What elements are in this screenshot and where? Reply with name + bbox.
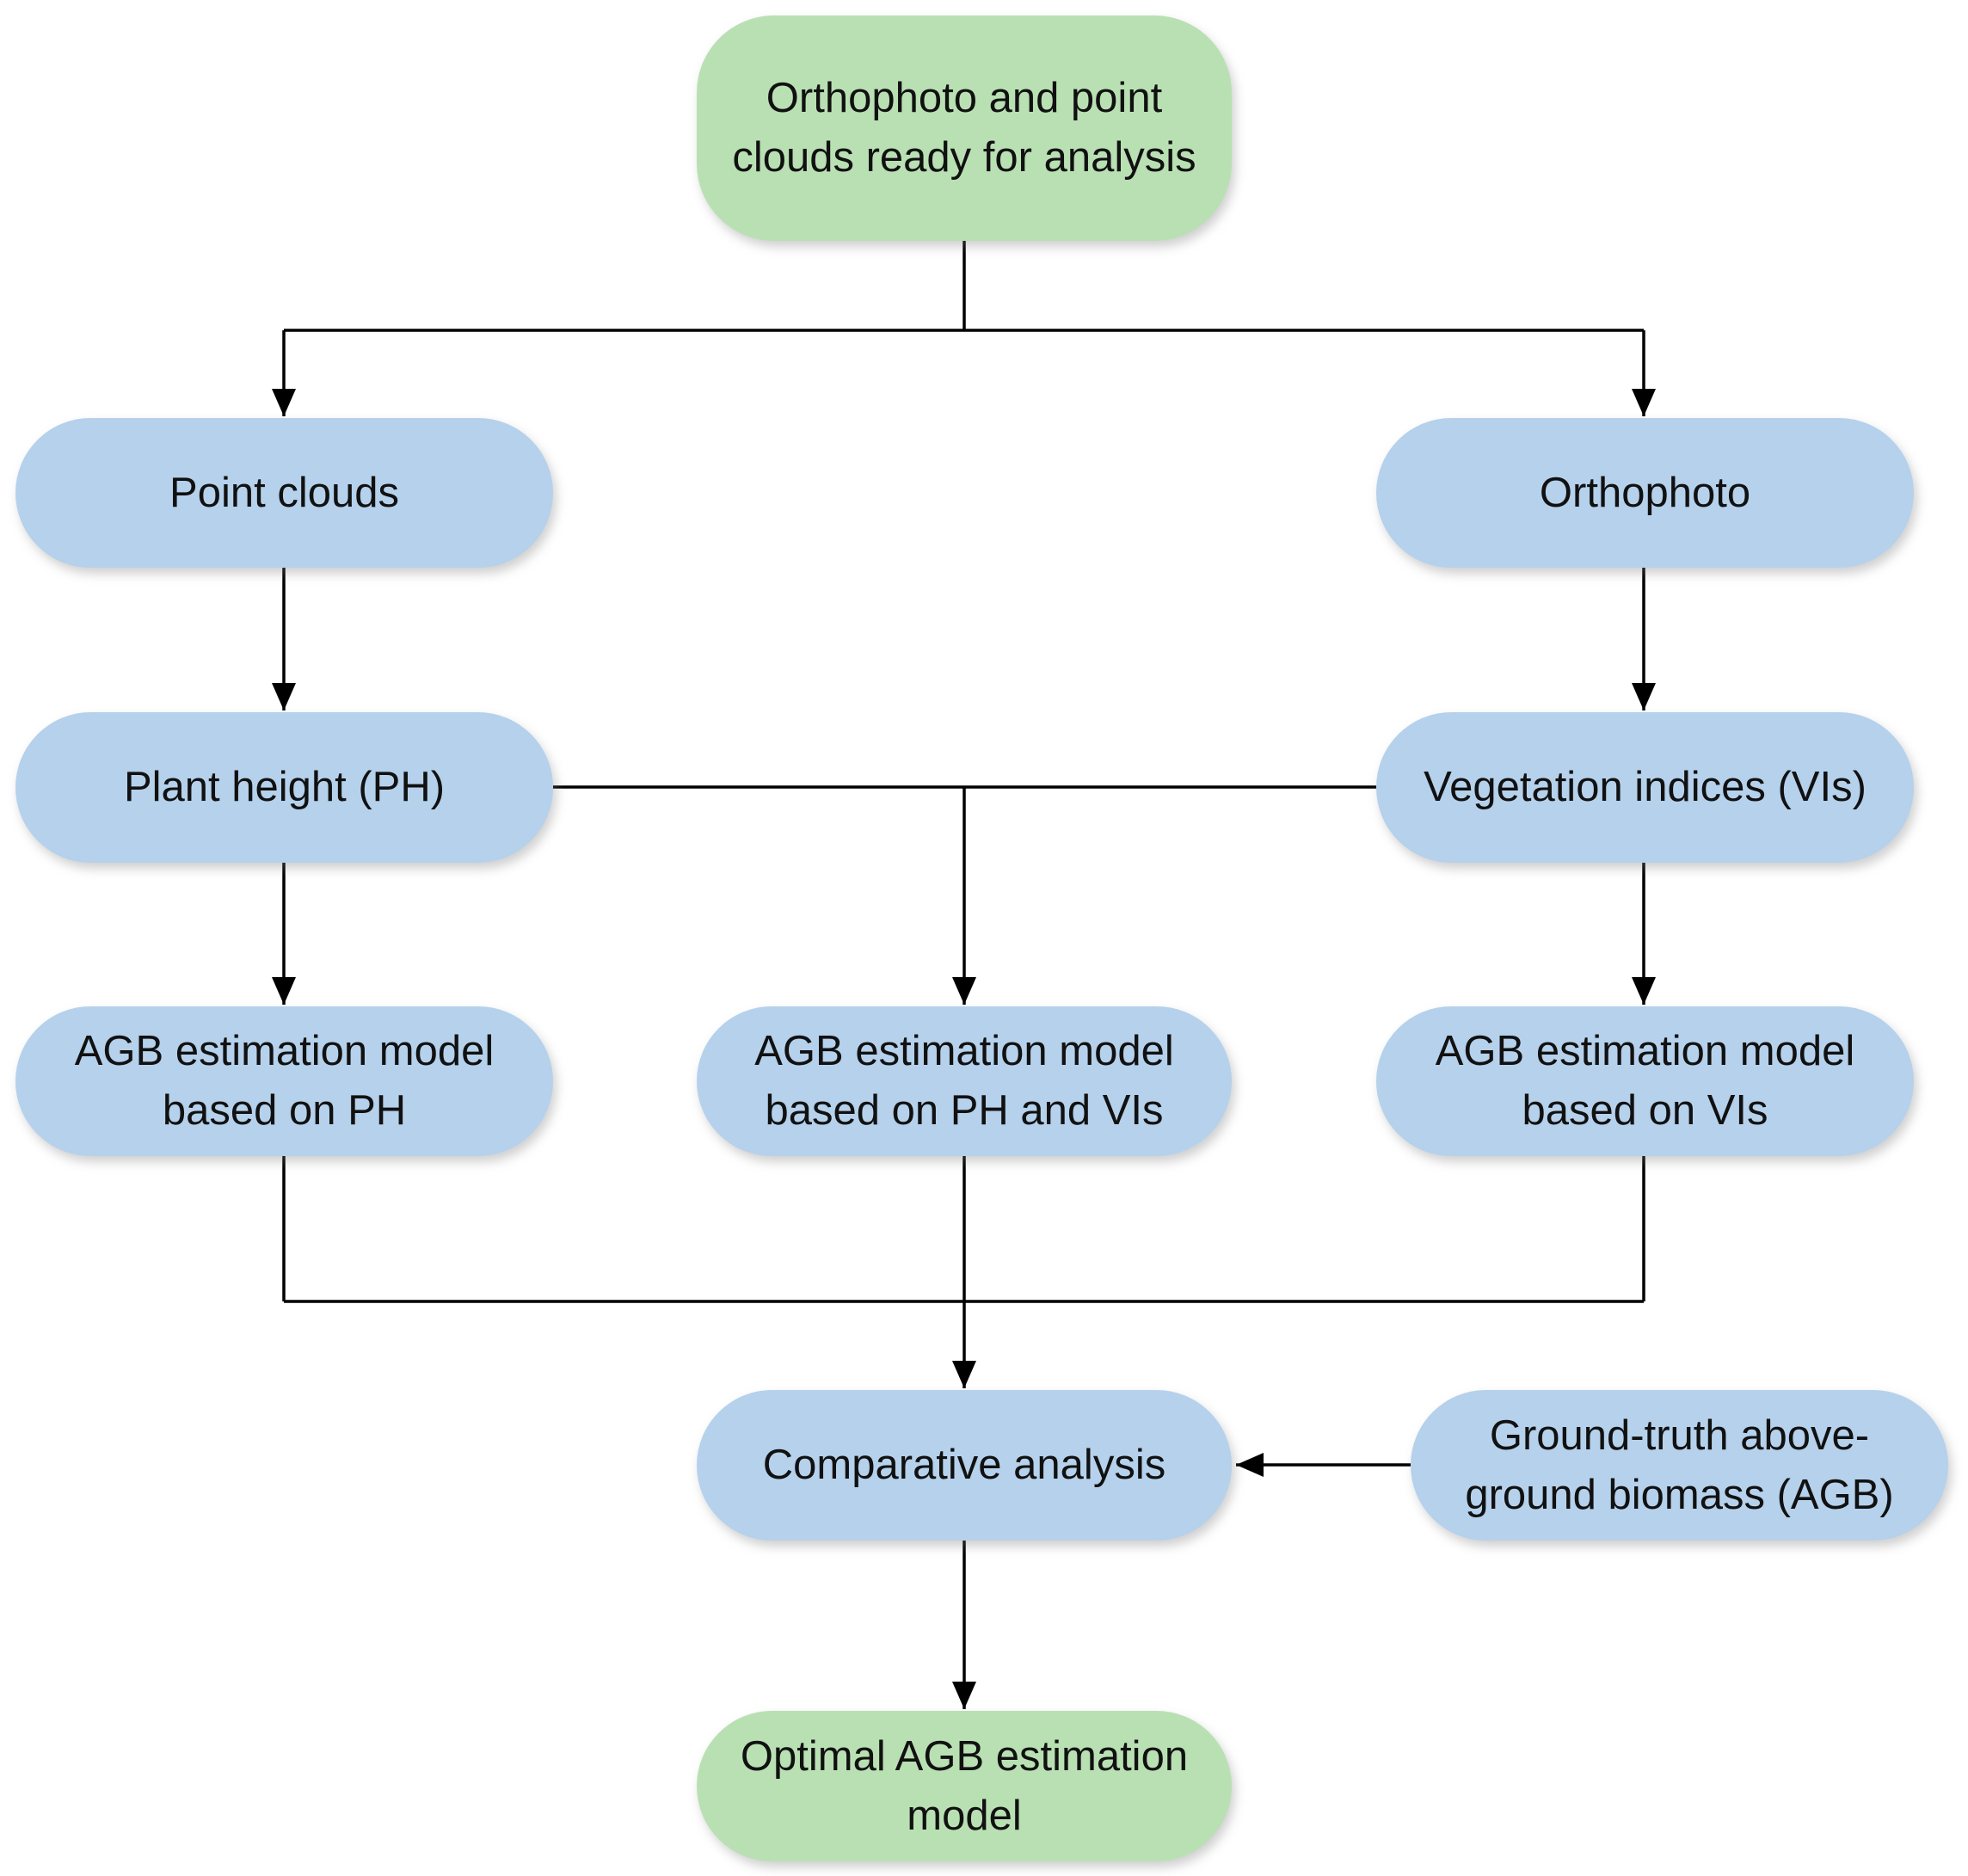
node-plant-height: Plant height (PH)	[15, 712, 553, 863]
arrowhead	[952, 1682, 976, 1709]
node-model-ph-vis: AGB estimation model based on PH and VIs	[697, 1006, 1232, 1156]
node-orthophoto: Orthophoto	[1376, 418, 1914, 568]
node-ground-truth: Ground-truth above- ground biomass (AGB)	[1411, 1390, 1948, 1541]
arrowhead	[1632, 389, 1656, 416]
node-point-clouds: Point clouds	[15, 418, 553, 568]
arrowhead	[1632, 683, 1656, 710]
node-comparative-analysis: Comparative analysis	[697, 1390, 1232, 1541]
node-model-vis: AGB estimation model based on VIs	[1376, 1006, 1914, 1156]
arrowhead	[952, 977, 976, 1005]
arrowhead	[952, 1361, 976, 1388]
node-vegetation-indices: Vegetation indices (VIs)	[1376, 712, 1914, 863]
node-model-ph: AGB estimation model based on PH	[15, 1006, 553, 1156]
arrowhead	[1236, 1453, 1264, 1477]
arrowhead	[272, 977, 296, 1005]
node-optimal-model: Optimal AGB estimation model	[697, 1711, 1232, 1861]
arrowhead	[1632, 977, 1656, 1005]
node-start: Orthophoto and point clouds ready for an…	[697, 15, 1232, 241]
arrowhead	[272, 683, 296, 710]
arrowhead	[272, 389, 296, 416]
